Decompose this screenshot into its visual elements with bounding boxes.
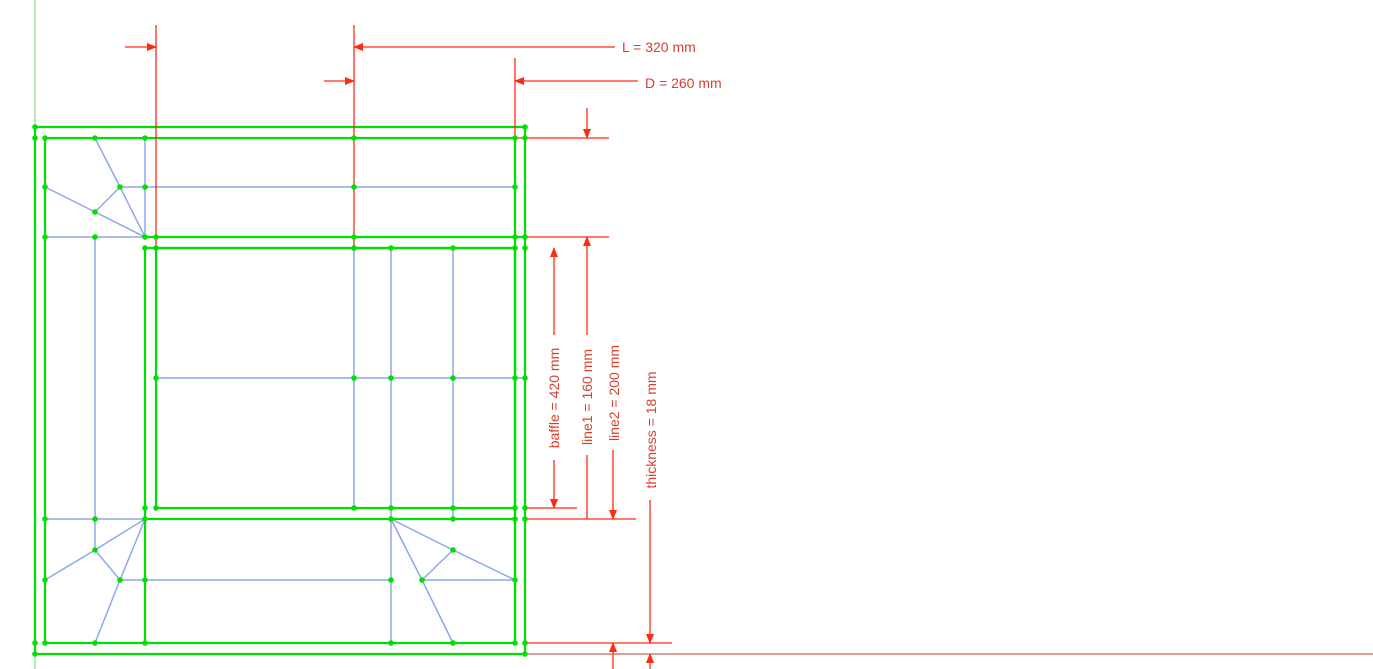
dim-label-line1: line1 = 160 mm xyxy=(579,349,595,445)
panel-outlines[interactable] xyxy=(33,125,527,656)
mesh-lines xyxy=(44,137,525,644)
dim-label-D: D = 260 mm xyxy=(645,75,722,91)
dim-label-line2: line2 = 200 mm xyxy=(606,345,622,441)
dim-label-L: L = 320 mm xyxy=(622,39,696,55)
mesh-nodes[interactable] xyxy=(32,124,528,657)
dimension-lines xyxy=(125,25,672,669)
dim-label-baffle: baffle = 420 mm xyxy=(546,348,562,449)
dim-label-thickness: thickness = 18 mm xyxy=(643,371,659,488)
part-edges xyxy=(45,138,516,644)
